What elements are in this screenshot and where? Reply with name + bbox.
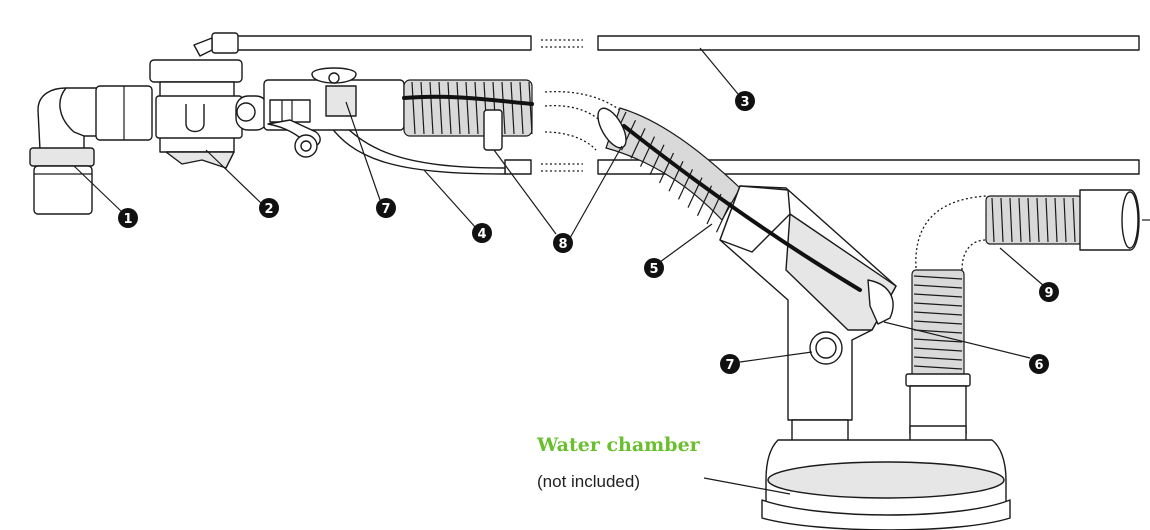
hose-rib (639, 136, 656, 167)
hose-rib (668, 160, 684, 192)
hose-rib (1009, 197, 1013, 243)
hose-rib (474, 81, 479, 135)
hose-rib (1000, 197, 1004, 243)
hose-rib (456, 81, 461, 135)
callout-badges: 1 2 3 4 5 6 7 7 (118, 91, 1059, 374)
hose-rib (501, 81, 506, 135)
hose-rib (630, 128, 646, 159)
hose-rib (913, 311, 963, 316)
valve-assembly (95, 59, 269, 169)
callout-9-number: 9 (1044, 286, 1053, 301)
callout-6-number: 6 (1034, 358, 1043, 373)
hose-rib (519, 81, 524, 135)
callout-4: 4 (472, 223, 492, 243)
hose-rib (913, 293, 963, 298)
lower-tube (325, 107, 1140, 175)
hose-rib (913, 338, 963, 343)
ribbed-tube-segment (402, 79, 534, 151)
outlet-ribbed-hose (905, 189, 1150, 435)
hose-rib (913, 365, 963, 370)
hose-rib (1018, 197, 1022, 243)
leader-lines (73, 47, 1045, 495)
callout-1-number: 1 (123, 212, 132, 227)
water-chamber-subtitle: (not included) (537, 472, 640, 491)
hose-rib (913, 302, 963, 307)
callout-8-number: 8 (558, 237, 567, 252)
hose-rib (438, 81, 443, 135)
hose-rib (1027, 197, 1031, 243)
upper-tube (193, 32, 1140, 57)
callout-8: 8 (553, 233, 573, 253)
callout-7-upper-number: 7 (381, 202, 390, 217)
callout-7-upper: 7 (376, 198, 396, 218)
tube-continuation-dots (544, 90, 621, 151)
hose-rib (420, 81, 425, 135)
callout-7-lower-number: 7 (725, 358, 734, 373)
hose-rib (447, 81, 452, 135)
chamber-inlet-port (622, 124, 897, 421)
water-chamber (761, 419, 1011, 530)
callout-5: 5 (644, 258, 664, 278)
hose-rib (1054, 197, 1058, 243)
callout-9: 9 (1039, 282, 1059, 302)
callout-1: 1 (118, 208, 138, 228)
temperature-probe-port (263, 67, 405, 158)
hose-rib (429, 81, 434, 135)
hose-rib (411, 81, 416, 135)
hose-rib (913, 329, 963, 334)
hose-rib (510, 81, 515, 135)
hose-rib (649, 144, 665, 176)
callout-2-number: 2 (264, 202, 273, 217)
hose-rib (913, 347, 963, 352)
elbow-adapter (29, 87, 101, 215)
hose-rib (658, 152, 675, 184)
hose-rib (913, 320, 963, 325)
hose-rib (528, 81, 533, 135)
hose-rib (1072, 197, 1076, 243)
callout-6: 6 (1029, 354, 1049, 374)
hose-rib (913, 284, 963, 289)
hose-rib (991, 197, 995, 243)
hose-rib (913, 356, 963, 361)
hose-rib (1045, 197, 1049, 243)
callout-5-number: 5 (649, 262, 658, 277)
callout-7-lower: 7 (720, 354, 740, 374)
hose-rib (1036, 197, 1040, 243)
water-chamber-title: Water chamber (536, 434, 701, 456)
callout-3: 3 (735, 91, 755, 111)
callout-2: 2 (259, 198, 279, 218)
hose-rib (1063, 197, 1067, 243)
callout-3-number: 3 (740, 95, 749, 110)
hose-rib (715, 201, 732, 233)
callout-4-number: 4 (477, 227, 486, 242)
hose-rib (465, 81, 470, 135)
hose-rib (913, 275, 963, 280)
